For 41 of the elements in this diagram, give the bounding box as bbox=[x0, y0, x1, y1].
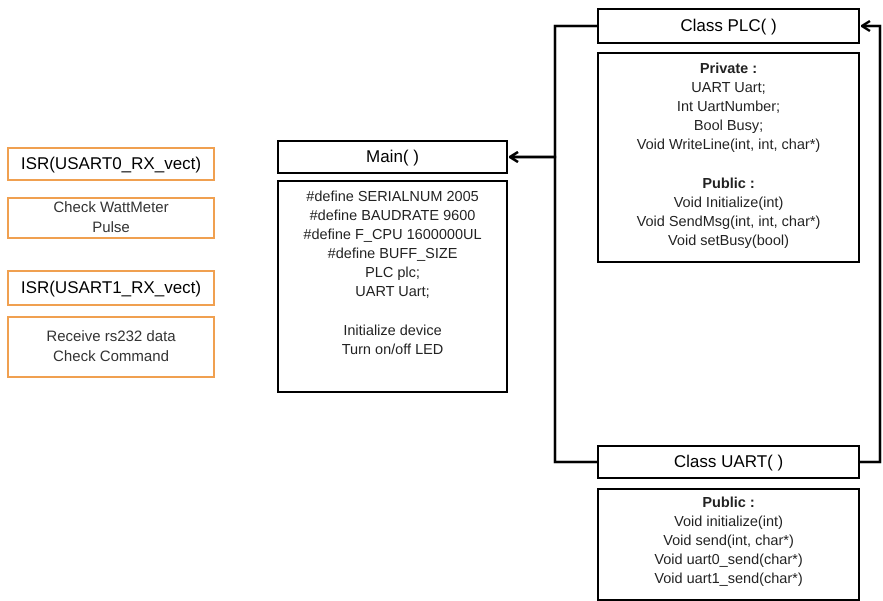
code-line: Class PLC( ) bbox=[680, 15, 777, 38]
code-line: Check WattMeter Pulse bbox=[52, 198, 170, 238]
code-line: Main( ) bbox=[366, 146, 419, 168]
code-line: #define F_CPU 1600000UL bbox=[303, 226, 482, 245]
code-line: ISR(USART0_RX_vect) bbox=[20, 153, 202, 176]
code-line: Public : bbox=[702, 494, 755, 513]
code-line: Int UartNumber; bbox=[676, 98, 780, 117]
code-line: #define BUFF_SIZE bbox=[328, 245, 458, 264]
code-line: Void SendMsg(int, int, char*) bbox=[636, 213, 820, 232]
code-line: Private : bbox=[700, 60, 758, 79]
code-line: Bool Busy; bbox=[694, 117, 764, 136]
connector-arrow bbox=[508, 150, 597, 464]
code-line: Public : bbox=[702, 175, 755, 194]
code-line: Receive rs232 data Check Command bbox=[45, 327, 177, 367]
code-line: Void uart0_send(char*) bbox=[654, 551, 803, 570]
class-body-box bbox=[7, 316, 215, 378]
class-header-box bbox=[7, 147, 215, 181]
code-line: ISR(USART1_RX_vect) bbox=[20, 277, 202, 300]
code-line: Initialize device bbox=[343, 322, 442, 341]
code-line: Void setBusy(bool) bbox=[668, 232, 789, 251]
class-body-box bbox=[277, 180, 508, 393]
code-line: UART Uart; bbox=[691, 79, 766, 98]
code-line: Void initialize(int) bbox=[674, 513, 783, 532]
code-line: PLC plc; bbox=[365, 264, 420, 283]
class-header-box bbox=[597, 445, 860, 479]
code-line: Void WriteLine(int, int, char*) bbox=[636, 136, 820, 155]
class-header-box bbox=[277, 140, 508, 174]
connector-arrow bbox=[860, 20, 882, 464]
code-line: UART Uart; bbox=[355, 283, 430, 302]
class-body-box bbox=[597, 52, 860, 263]
code-line: Void send(int, char*) bbox=[663, 532, 794, 551]
code-line: Void Initialize(int) bbox=[674, 194, 784, 213]
code-line: Class UART( ) bbox=[674, 451, 784, 474]
class-body-box bbox=[7, 197, 215, 239]
code-line: #define SERIALNUM 2005 bbox=[306, 188, 479, 207]
class-header-box bbox=[7, 270, 215, 306]
class-header-box bbox=[597, 8, 860, 44]
code-line: Turn on/off LED bbox=[342, 341, 444, 360]
code-line: #define BAUDRATE 9600 bbox=[310, 207, 476, 226]
class-body-box bbox=[597, 488, 860, 601]
code-line: Void uart1_send(char*) bbox=[654, 570, 803, 589]
